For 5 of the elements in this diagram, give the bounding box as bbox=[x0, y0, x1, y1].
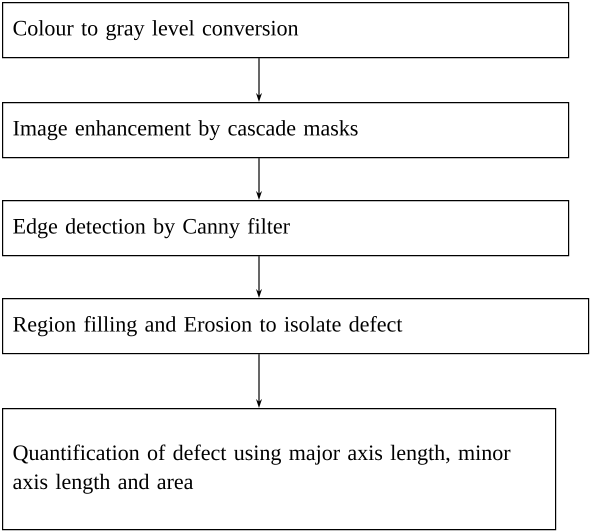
process-box: Edge detection by Canny filter bbox=[2, 200, 570, 256]
process-box: Image enhancement by cascade masks bbox=[2, 102, 570, 158]
process-box: Colour to gray level conversion bbox=[2, 2, 570, 58]
process-box: Quantification of defect using major axis length, minor axis length and area bbox=[2, 408, 556, 530]
process-box: Region filling and Erosion to isolate defect bbox=[2, 298, 590, 354]
